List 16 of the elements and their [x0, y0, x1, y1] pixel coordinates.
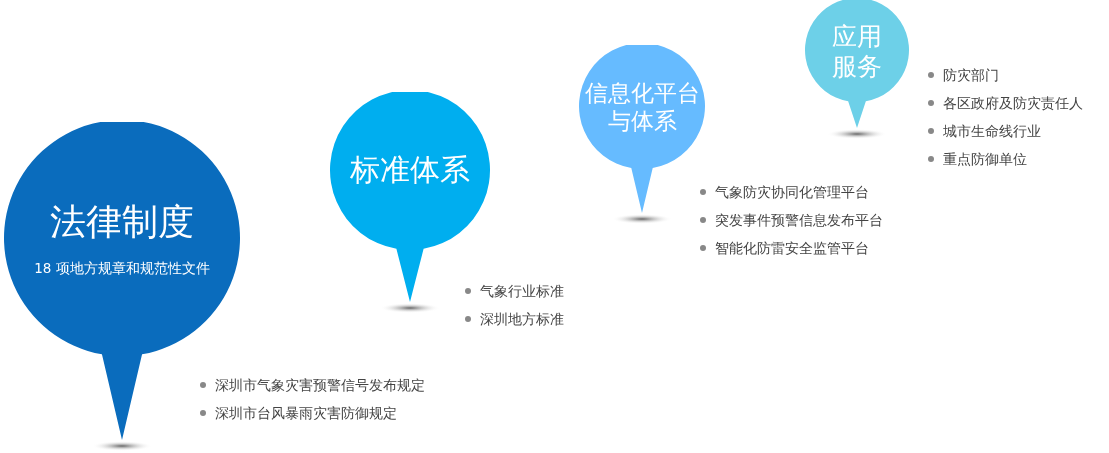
pin-title: 应用服务: [831, 22, 883, 82]
bullet-item: 深圳市台风暴雨灾害防御规定: [200, 399, 425, 427]
bullet-item: 各区政府及防灾责任人: [928, 89, 1083, 117]
bullet-item: 气象行业标准: [465, 277, 564, 305]
bullet-item: 突发事件预警信息发布平台: [700, 206, 883, 234]
bullet-item: 智能化防雷安全监管平台: [700, 234, 883, 262]
pin-title: 信息化平台与体系: [583, 80, 701, 136]
bullet-item: 深圳市气象灾害预警信号发布规定: [200, 371, 425, 399]
bullet-item: 防灾部门: [928, 61, 1083, 89]
bullet-item: 气象防灾协同化管理平台: [700, 178, 883, 206]
pin-subtitle: 18 项地方规章和规范性文件: [33, 260, 211, 278]
pin-title: 法律制度: [49, 200, 195, 244]
pin-title: 标准体系: [349, 152, 471, 188]
bullet-item: 重点防御单位: [928, 145, 1083, 173]
bullet-item: 深圳地方标准: [465, 305, 564, 333]
bullet-item: 城市生命线行业: [928, 117, 1083, 145]
